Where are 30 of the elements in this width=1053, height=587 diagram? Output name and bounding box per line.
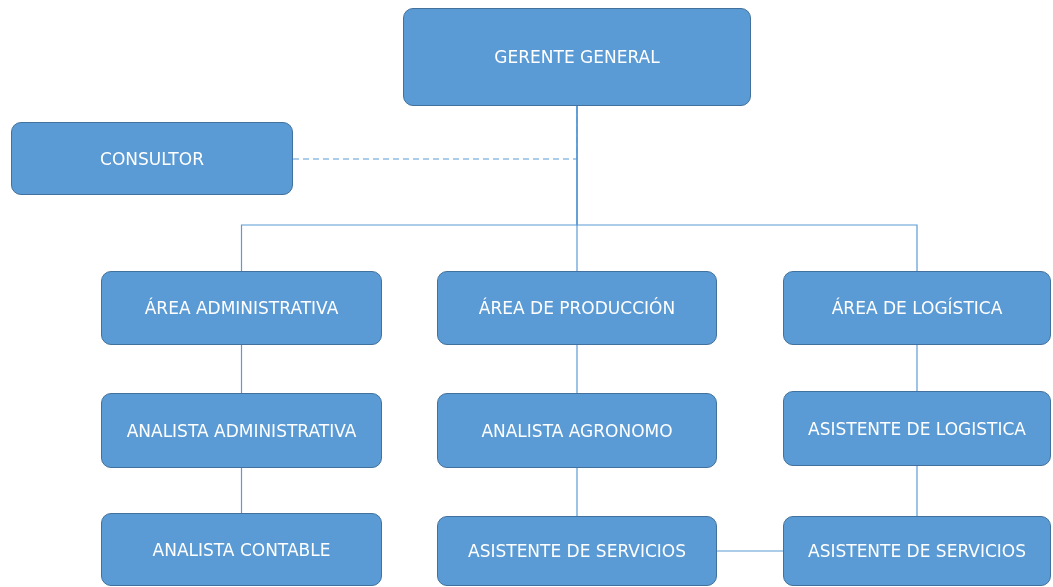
position-box <box>437 516 717 586</box>
position-box <box>783 391 1051 466</box>
position-title: GERENTE GENERAL <box>494 47 660 67</box>
position-box <box>437 393 717 468</box>
position-title: ÁREA DE LOGÍSTICA <box>831 298 1003 318</box>
position-title: ANALISTA ADMINISTRATIVA <box>126 420 357 441</box>
connector-line <box>240 344 243 394</box>
position-box <box>403 8 751 106</box>
connector-line <box>576 105 918 272</box>
connector-line <box>916 344 918 392</box>
connector-line <box>576 344 578 394</box>
connector-line <box>916 465 918 517</box>
connector-line <box>576 467 578 517</box>
position-box <box>101 513 382 586</box>
position-title: ASISTENTE DE LOGISTICA <box>808 418 1026 439</box>
position-title: CONSULTOR <box>100 148 204 169</box>
position-box <box>783 271 1051 345</box>
position-box <box>101 271 382 345</box>
connector-line <box>716 550 784 552</box>
position-title: ASISTENTE DE SERVICIOS <box>468 541 686 561</box>
position-title: ÁREA DE PRODUCCIÓN <box>478 298 676 318</box>
position-box <box>783 516 1051 586</box>
position-box <box>11 122 293 195</box>
connector-line <box>240 467 243 514</box>
position-title: ASISTENTE DE SERVICIOS <box>808 541 1026 561</box>
position-title: ANALISTA CONTABLE <box>152 539 331 560</box>
position-title: ANALISTA AGRONOMO <box>481 420 673 441</box>
position-box <box>101 393 382 468</box>
position-box <box>437 271 717 345</box>
position-title: ÁREA ADMINISTRATIVA <box>144 298 339 318</box>
